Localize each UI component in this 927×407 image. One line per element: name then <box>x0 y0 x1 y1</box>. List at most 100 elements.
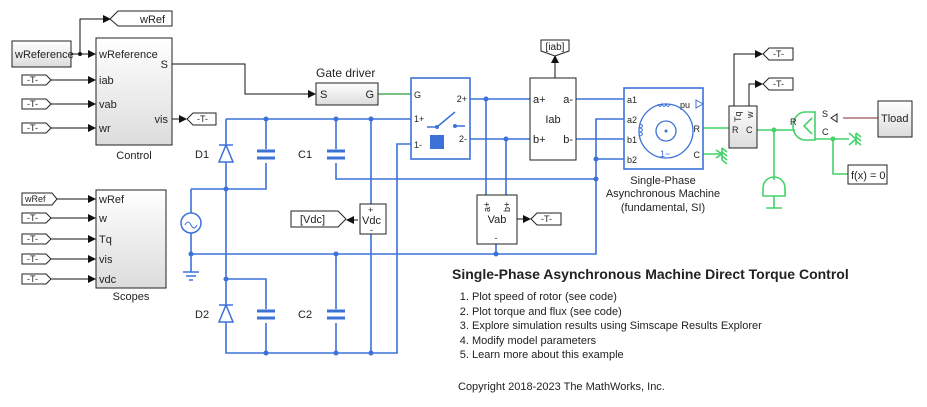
port-2minus: 2- <box>459 134 467 144</box>
wreference-label: wReference <box>14 49 74 61</box>
scopes-label: Scopes <box>113 291 150 303</box>
port-b2: b2 <box>627 155 637 165</box>
single-phase-asynchronous-machine[interactable]: a1 a2 b1 b2 pu R C 1~ Single-Phase Async… <box>606 87 720 214</box>
port-plus: + <box>368 205 373 215</box>
from-tag-wref[interactable]: wRef <box>21 192 58 206</box>
tload-label: Tload <box>881 113 909 125</box>
link-learn-more[interactable]: Learn more about this example <box>472 348 849 363</box>
from-tag-wr[interactable]: -T- <box>21 122 52 134</box>
port-wreference: wReference <box>98 49 158 61</box>
signal-lines <box>50 15 878 283</box>
solver-label: f(x) = 0 <box>851 170 886 182</box>
ac-voltage-source[interactable] <box>180 212 202 234</box>
c1-label: C1 <box>298 149 312 161</box>
capacitor-c1[interactable]: C1 <box>298 149 345 163</box>
scopes-subsystem[interactable]: wRef w Tq vis vdc Scopes <box>95 189 167 303</box>
inertia-icon[interactable] <box>762 176 786 209</box>
tag-label: -T- <box>773 49 784 59</box>
port-vis: vis <box>155 114 169 126</box>
port-r: R <box>790 117 797 127</box>
gate-driver-block[interactable]: Gate driver S G <box>315 66 379 106</box>
link-plot-torque-flux[interactable]: Plot torque and flux (see code) <box>472 305 849 320</box>
mechanical-reference-icon <box>715 147 728 165</box>
link-plot-speed[interactable]: Plot speed of rotor (see code) <box>472 290 849 305</box>
mechanical-lines <box>703 127 849 180</box>
solver-configuration-block[interactable]: f(x) = 0 <box>847 164 888 185</box>
model-description: Single-Phase Asynchronous Machine Direct… <box>452 266 849 363</box>
ideal-torque-source[interactable]: R S C <box>790 109 838 141</box>
control-subsystem[interactable]: wReference iab vab wr S vis Control <box>95 37 173 162</box>
tag-label: -T- <box>27 254 38 264</box>
link-modify-parameters[interactable]: Modify model parameters <box>472 334 849 349</box>
capacitor-upper-1[interactable] <box>257 149 275 163</box>
port-aminus: a- <box>563 94 573 106</box>
diode-d2[interactable]: D2 <box>195 303 235 323</box>
from-tag-vab[interactable]: -T- <box>21 98 52 110</box>
control-label: Control <box>116 150 151 162</box>
switch-block[interactable]: G 1+ 1- 2+ 2- <box>410 77 471 160</box>
tag-label: -T- <box>27 99 38 109</box>
wreference-block[interactable]: wReference <box>11 40 74 68</box>
tag-label: -T- <box>773 79 784 89</box>
from-tag-iab[interactable]: -T- <box>21 74 52 86</box>
vab-voltage-sensor[interactable]: a+ b+ Vab - <box>476 194 518 245</box>
port-minus: - <box>370 225 373 235</box>
vab-label: Vab <box>488 214 507 226</box>
torque-speed-sensor[interactable]: Tq w R C <box>728 105 758 149</box>
port-aplus: a+ <box>482 202 492 212</box>
d2-label: D2 <box>195 309 209 321</box>
port-iab: iab <box>99 75 114 87</box>
model-title: Single-Phase Asynchronous Machine Direct… <box>452 266 849 282</box>
port-g: G <box>414 90 421 100</box>
port-w: w <box>98 213 107 225</box>
tag-label: -T- <box>27 274 38 284</box>
machine-label-line3: (fundamental, SI) <box>621 202 705 214</box>
port-vab: vab <box>99 99 117 111</box>
from-tag-w[interactable]: -T- <box>21 212 52 224</box>
tag-label: -T- <box>27 75 38 85</box>
action-list: Plot speed of rotor (see code) Plot torq… <box>452 290 849 363</box>
port-minus: - <box>495 233 498 243</box>
tload-block[interactable]: Tload <box>877 100 913 138</box>
port-pu: pu <box>680 100 690 110</box>
port-vdc: vdc <box>99 274 117 286</box>
port-1plus: 1+ <box>414 114 424 124</box>
tag-label: -T- <box>541 214 552 224</box>
from-tag-tq[interactable]: -T- <box>21 233 52 245</box>
vdc-goto-tag[interactable]: [Vdc] <box>290 210 347 228</box>
copyright: Copyright 2018-2023 The MathWorks, Inc. <box>458 381 665 393</box>
c2-label: C2 <box>298 309 312 321</box>
port-s: S <box>822 109 828 119</box>
wref-goto-tag[interactable]: wRef <box>109 10 173 27</box>
iab-goto-label: [iab] <box>546 42 565 53</box>
port-bplus: b+ <box>502 202 512 212</box>
tag-label: -T- <box>27 234 38 244</box>
goto-tag-vab[interactable]: -T- <box>530 212 562 226</box>
link-explore-results[interactable]: Explore simulation results using Simscap… <box>472 319 849 334</box>
port-a1: a1 <box>627 95 637 105</box>
vdc-voltage-sensor[interactable]: + Vdc - <box>359 203 387 235</box>
from-tag-vdc[interactable]: -T- <box>21 273 52 285</box>
electrical-ground-icon <box>183 271 199 281</box>
port-wref: wRef <box>98 194 125 206</box>
port-1minus: 1- <box>414 140 422 150</box>
goto-tag-vis[interactable]: -T- <box>186 112 217 126</box>
goto-tag-tq[interactable]: -T- <box>762 47 794 61</box>
iab-goto-tag[interactable]: [iab] <box>540 39 570 57</box>
port-s: S <box>161 59 168 71</box>
port-b1: b1 <box>627 135 637 145</box>
port-s: S <box>320 89 327 101</box>
svg-text:1~: 1~ <box>660 149 670 159</box>
goto-tag-w[interactable]: -T- <box>762 77 794 91</box>
port-bplus: b+ <box>533 134 546 146</box>
port-a2: a2 <box>627 115 637 125</box>
capacitor-lower-1[interactable] <box>257 309 275 323</box>
port-r: R <box>694 124 701 134</box>
electrical-lines <box>188 96 624 356</box>
port-r: R <box>732 125 739 135</box>
from-tag-vis[interactable]: -T- <box>21 253 52 265</box>
capacitor-c2[interactable]: C2 <box>298 309 345 323</box>
iab-current-sensor[interactable]: a+ b+ a- b- Iab <box>529 77 577 161</box>
diode-d1[interactable]: D1 <box>195 143 235 163</box>
